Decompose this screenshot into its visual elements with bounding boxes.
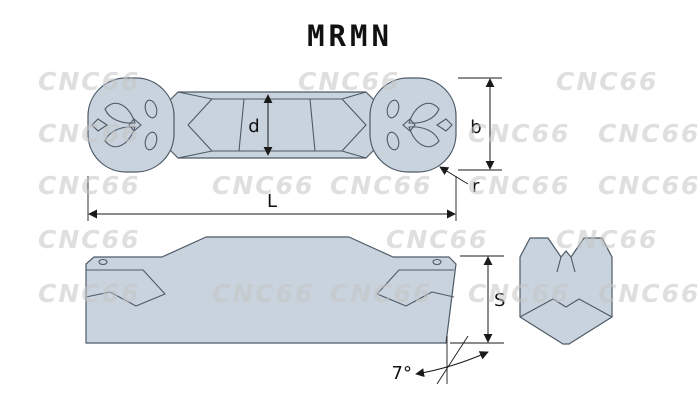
watermark-text: CNC66 — [212, 171, 314, 200]
watermark-text: CNC66 — [598, 171, 700, 200]
watermark-text: CNC66 — [556, 67, 658, 96]
end-view-outline — [519, 237, 613, 345]
side-view-dimple-right — [432, 258, 442, 266]
watermark-text: CNC66 — [468, 279, 570, 308]
dimension-label-L: L — [267, 191, 277, 212]
watermark-text: CNC66 — [330, 171, 432, 200]
dimension-S: S — [450, 255, 505, 344]
dimension-label-r: r — [472, 176, 480, 197]
center-bar — [165, 91, 379, 159]
drawing-title: MRMN — [307, 19, 393, 53]
dimension-label-S: S — [494, 290, 505, 311]
side-view-notch-right — [376, 269, 455, 307]
watermark-text: CNC66 — [468, 119, 570, 148]
bar-facet-line — [177, 91, 213, 100]
watermark-text: CNC66 — [212, 279, 314, 308]
watermark-layer: CNC66 CNC66 CNC66 CNC66 CNC66 CNC66 CNC6… — [38, 67, 700, 308]
bar-edge-line-left — [238, 98, 245, 152]
watermark-text: CNC66 — [38, 171, 140, 200]
bar-edge-line-right — [309, 98, 316, 152]
end-view — [519, 237, 613, 345]
watermark-text: CNC66 — [38, 225, 140, 254]
watermark-text: CNC66 — [38, 279, 140, 308]
watermark-text: CNC66 — [330, 279, 432, 308]
bar-facet-line — [341, 91, 367, 100]
dimension-b: b — [458, 77, 502, 171]
bar-facet-line — [341, 150, 367, 159]
angle-annotation: 7° — [392, 335, 489, 385]
top-view — [87, 77, 457, 173]
watermark-text: CNC66 — [598, 119, 700, 148]
angle-label: 7° — [392, 363, 412, 384]
dimension-r: r — [439, 166, 480, 197]
watermark-text: CNC66 — [38, 119, 140, 148]
dimension-label-b: b — [470, 117, 481, 138]
side-view-notch-left — [85, 269, 166, 307]
watermark-text: CNC66 — [556, 225, 658, 254]
bar-facet-line — [177, 150, 213, 159]
side-view-outline — [85, 236, 457, 344]
dimension-label-d: d — [248, 116, 259, 137]
watermark-text: CNC66 — [598, 279, 700, 308]
watermark-text: CNC66 — [386, 225, 488, 254]
watermark-text: CNC66 — [468, 171, 570, 200]
end-view-edge-line-right — [570, 256, 576, 273]
dimension-d: d — [248, 94, 273, 156]
end-view-groove-lines — [519, 298, 613, 318]
side-view — [85, 236, 457, 344]
watermark-text: CNC66 — [298, 67, 400, 96]
dimension-L: L — [87, 176, 457, 221]
watermark-text: CNC66 — [38, 67, 140, 96]
side-view-dimple-left — [98, 258, 108, 266]
end-view-edge-line-left — [556, 256, 562, 273]
